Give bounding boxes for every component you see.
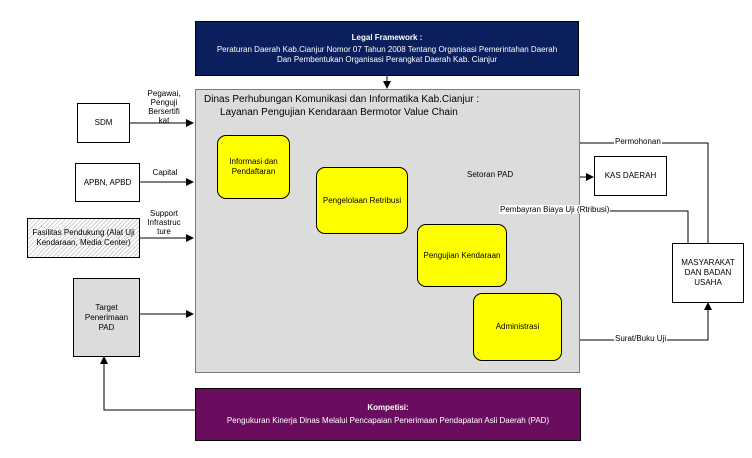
surat-label: Surat/Buku Uji xyxy=(614,334,668,343)
pegawai-label: Pegawai, Penguji Bersertifi kat xyxy=(147,89,181,125)
kas-daerah-box: KAS DAERAH xyxy=(594,156,667,196)
capital-label: Capital xyxy=(152,168,178,177)
fasilitas-label: Fasilitas Pendukung (Alat Uji Kendaraan,… xyxy=(32,228,135,247)
apbn-box: APBN, APBD xyxy=(75,163,140,202)
target-label: Target Penerimaan PAD xyxy=(84,302,129,332)
legal-framework-line1: Peraturan Daerah Kab.Cianjur Nomor 07 Ta… xyxy=(216,44,558,54)
pengelolaan-process: Pengelolaan Retribusi xyxy=(316,167,408,234)
pembayaran-label: Pembayran Biaya Uji (Rtribusi) xyxy=(499,205,611,214)
permohonan-label: Permohonan xyxy=(614,137,662,146)
kompetisi-line1: Pengukuran Kinerja Dinas Melalui Pencapa… xyxy=(226,416,550,425)
informasi-process: Informasi dan Pendaftaran xyxy=(217,135,290,199)
kompetisi-box: Kompetisi: Pengukuran Kinerja Dinas Mela… xyxy=(195,388,581,441)
legal-framework-line2: Dan Pembentukan Organisasi Perangkat Dae… xyxy=(276,54,498,64)
arrow-kompetisi-to-target xyxy=(100,356,195,411)
fasilitas-box: Fasilitas Pendukung (Alat Uji Kendaraan,… xyxy=(27,218,140,258)
kompetisi-title: Kompetisi: xyxy=(367,403,409,412)
pengujian-process: Pengujian Kendaraan xyxy=(417,224,507,287)
pengujian-label: Pengujian Kendaraan xyxy=(423,250,501,260)
legal-framework-box: Legal Framework : Peraturan Daerah Kab.C… xyxy=(195,21,579,76)
sdm-box: SDM xyxy=(77,103,130,143)
main-title-line2: Layanan Pengujian Kendaraan Bermotor Val… xyxy=(220,107,458,118)
legal-framework-title: Legal Framework : xyxy=(351,32,423,42)
main-title-line1: Dinas Perhubungan Komunikasi dan Informa… xyxy=(204,94,480,105)
administrasi-label: Administrasi xyxy=(495,322,540,331)
masyarakat-box: MASYARAKAT DAN BADAN USAHA xyxy=(672,243,744,303)
setoran-label: Setoran PAD xyxy=(466,170,515,179)
masyarakat-label: MASYARAKAT DAN BADAN USAHA xyxy=(681,258,735,287)
arrow-surat xyxy=(562,302,712,341)
pengelolaan-label: Pengelolaan Retribusi xyxy=(322,195,402,205)
kas-daerah-label: KAS DAERAH xyxy=(604,171,657,180)
sdm-label: SDM xyxy=(94,118,113,127)
administrasi-process: Administrasi xyxy=(473,293,562,361)
apbn-label: APBN, APBD xyxy=(83,177,132,187)
support-label: Support Infrastruc ture xyxy=(147,209,181,236)
informasi-label: Informasi dan Pendaftaran xyxy=(229,157,278,176)
target-box: Target Penerimaan PAD xyxy=(73,278,140,357)
